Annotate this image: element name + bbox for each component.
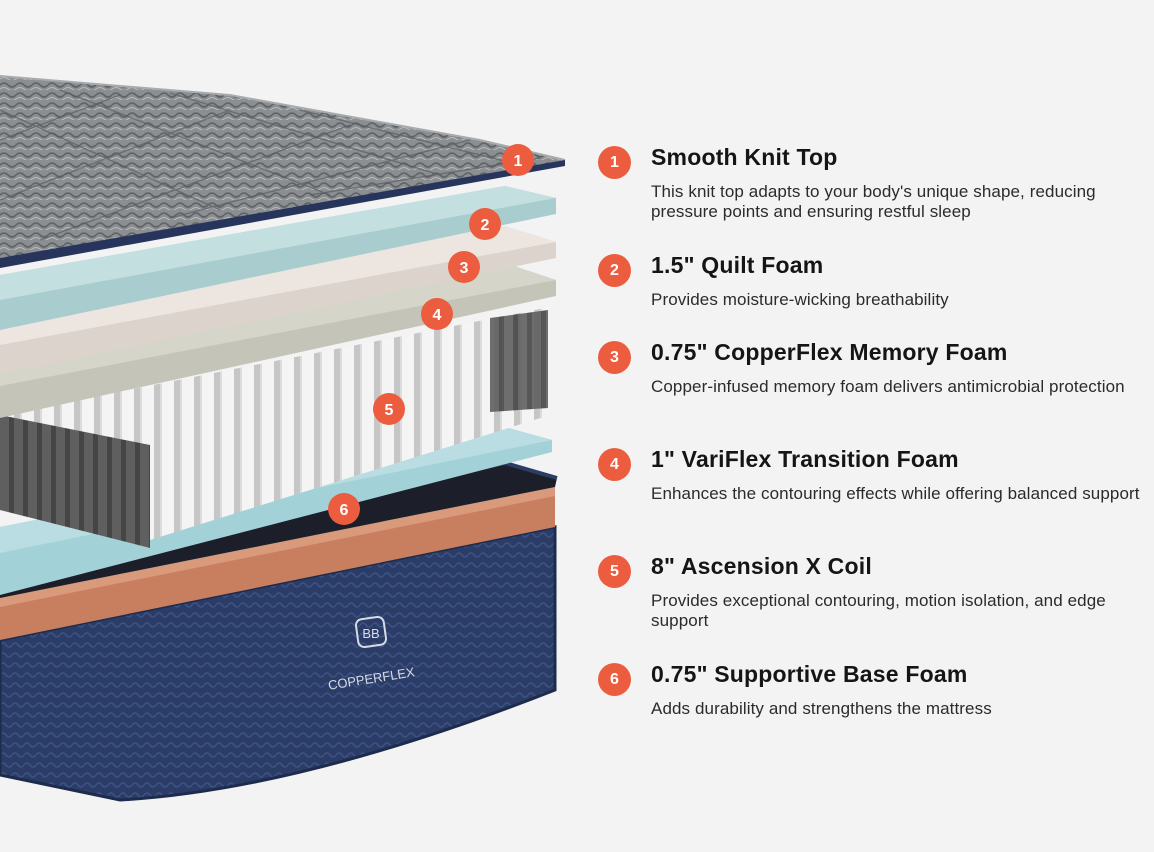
- layer-5-coil: [0, 308, 550, 548]
- legend-title-4: 1" VariFlex Transition Foam: [651, 446, 959, 472]
- legend-title-1: Smooth Knit Top: [651, 144, 838, 170]
- legend-badge-3: 3: [598, 341, 631, 374]
- marker-3: 3: [448, 251, 480, 283]
- legend-badge-4: 4: [598, 448, 631, 481]
- legend-badge-1: 1: [598, 146, 631, 179]
- marker-6: 6: [328, 493, 360, 525]
- marker-4: 4: [421, 298, 453, 330]
- layer-4-transition-foam: [0, 263, 556, 418]
- svg-text:4: 4: [433, 307, 442, 324]
- svg-text:5: 5: [385, 402, 394, 419]
- svg-text:3: 3: [460, 260, 469, 277]
- legend-badge-2: 2: [598, 254, 631, 287]
- svg-text:6: 6: [340, 502, 349, 519]
- legend-desc-5: Provides exceptional contouring, motion …: [651, 591, 1106, 630]
- legend-title-3: 0.75" CopperFlex Memory Foam: [651, 339, 1008, 365]
- legend-badge-5: 5: [598, 555, 631, 588]
- legend-desc-2: Provides moisture-wicking breathability: [651, 290, 949, 309]
- legend-desc-4: Enhances the contouring effects while of…: [651, 484, 1140, 503]
- legend-title-2: 1.5" Quilt Foam: [651, 252, 824, 278]
- marker-2: 2: [469, 208, 501, 240]
- legend-desc-3: Copper-infused memory foam delivers anti…: [651, 377, 1125, 396]
- legend-desc-6: Adds durability and strengthens the matt…: [651, 699, 992, 718]
- svg-text:2: 2: [481, 217, 490, 234]
- logo-monogram: BB: [362, 626, 379, 641]
- layer-3-memory-foam: [0, 226, 556, 374]
- legend-desc-1: This knit top adapts to your body's uniq…: [651, 182, 1096, 221]
- legend-title-6: 0.75" Supportive Base Foam: [651, 661, 968, 687]
- legend-title-5: 8" Ascension X Coil: [651, 553, 872, 579]
- marker-5: 5: [373, 393, 405, 425]
- legend-badge-6: 6: [598, 663, 631, 696]
- layer-1-knit-top: [0, 75, 566, 268]
- marker-1: 1: [502, 144, 534, 176]
- base-layer: [0, 460, 558, 802]
- mattress-layers-illustration: BB COPPERFLEX: [0, 75, 566, 802]
- svg-text:1: 1: [514, 153, 523, 170]
- layer-2-quilt-foam: [0, 186, 556, 330]
